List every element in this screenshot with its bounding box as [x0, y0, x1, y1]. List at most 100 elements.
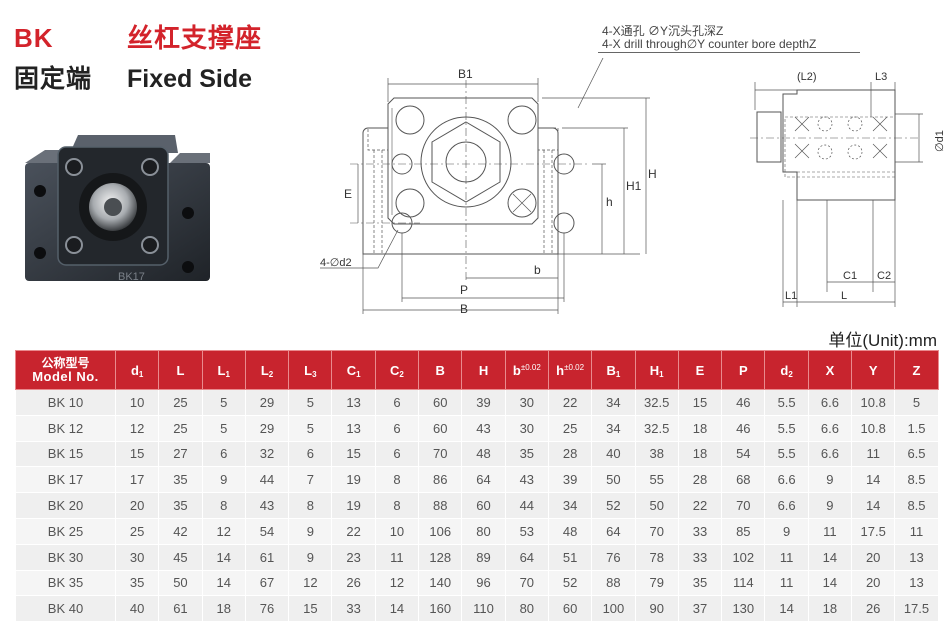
cell-b: 60	[418, 389, 463, 416]
cell-b: 128	[418, 543, 463, 571]
dim-C1: C1	[843, 270, 857, 282]
cell-c1: 26	[331, 569, 376, 597]
cell-l1: 8	[201, 492, 246, 519]
col-L: L	[158, 350, 203, 390]
cell-c2: 6	[374, 414, 420, 442]
cell-b002: 64	[504, 543, 549, 571]
cell-b002: 43	[504, 466, 549, 494]
cell-h: 89	[461, 543, 506, 571]
dim-h: h	[606, 195, 613, 209]
col-d2: d2	[764, 350, 809, 390]
cell-h: 64	[461, 466, 506, 494]
cell-d2: 6.6	[764, 466, 809, 494]
cell-h1: 32.5	[634, 414, 679, 442]
cell-p: 102	[721, 543, 766, 571]
cell-b: 160	[418, 595, 463, 622]
cell-p: 70	[721, 492, 766, 519]
cell-b002: 35	[504, 440, 549, 468]
cell-h002: 39	[547, 466, 593, 494]
cell-b002: 70	[504, 569, 549, 597]
cell-d2: 14	[764, 595, 809, 622]
cell-x: 6.6	[807, 414, 853, 442]
cell-h002: 52	[547, 569, 593, 597]
cell-c2: 10	[374, 517, 420, 545]
cell-z: 8.5	[894, 492, 939, 519]
cell-y: 10.8	[851, 414, 896, 442]
cell-e: 15	[677, 389, 723, 416]
col-Z: Z	[894, 350, 939, 390]
cell-d2: 11	[764, 569, 809, 597]
cell-b002: 80	[504, 595, 549, 622]
cell-y: 11	[851, 440, 896, 468]
cell-p: 46	[721, 414, 766, 442]
front-view-drawing: B1 H H1 h E b P B 4-∅d2	[310, 47, 690, 323]
cell-c1: 15	[331, 440, 376, 468]
cell-d1: 25	[114, 517, 160, 545]
cell-y: 14	[851, 492, 896, 519]
title-cn: 丝杠支撑座	[127, 23, 263, 53]
cell-model: BK 15	[15, 440, 116, 468]
cell-p: 130	[721, 595, 766, 622]
cell-l1: 5	[201, 389, 246, 416]
cell-h002: 25	[547, 414, 593, 442]
cell-model: BK 25	[15, 517, 116, 545]
cell-h002: 28	[547, 440, 593, 468]
cell-c1: 33	[331, 595, 376, 622]
cell-l3: 6	[288, 440, 333, 468]
cell-p: 85	[721, 517, 766, 545]
cell-b1: 50	[591, 466, 636, 494]
dim-B: B	[460, 302, 468, 316]
cell-l1: 5	[201, 414, 246, 442]
cell-z: 8.5	[894, 466, 939, 494]
cell-l1: 9	[201, 466, 246, 494]
cell-d1: 30	[114, 543, 160, 571]
spec-table: 公称型号 Model No. d1 L L1 L2 L3 C1 C2 B H b…	[15, 350, 939, 622]
cell-l: 25	[158, 414, 203, 442]
dim-L3: L3	[875, 71, 887, 83]
cell-l: 61	[158, 595, 203, 622]
cell-l3: 9	[288, 517, 333, 545]
cell-x: 18	[807, 595, 853, 622]
cell-b: 60	[418, 414, 463, 442]
cell-h: 43	[461, 414, 506, 442]
col-L3: L3	[288, 350, 333, 390]
col-B: B	[418, 350, 463, 390]
cell-l3: 9	[288, 543, 333, 571]
cell-h1: 38	[634, 440, 679, 468]
cell-p: 114	[721, 569, 766, 597]
cell-d2: 5.5	[764, 440, 809, 468]
cell-l2: 76	[244, 595, 290, 622]
cell-c2: 12	[374, 569, 420, 597]
cell-l3: 5	[288, 389, 333, 416]
cell-b1: 34	[591, 414, 636, 442]
col-C2: C2	[374, 350, 420, 390]
subtitle-cn: 固定端	[14, 65, 93, 93]
cell-h1: 90	[634, 595, 679, 622]
cell-b1: 88	[591, 569, 636, 597]
cell-l: 35	[158, 466, 203, 494]
col-X: X	[807, 350, 853, 390]
cell-b002: 30	[504, 414, 549, 442]
col-Y: Y	[851, 350, 896, 390]
cell-y: 14	[851, 466, 896, 494]
cell-y: 20	[851, 543, 896, 571]
note-cn: 4-X通孔 ∅Y沉头孔深Z	[602, 24, 724, 38]
cell-e: 33	[677, 517, 723, 545]
series-prefix: BK	[14, 23, 54, 53]
cell-b: 106	[418, 517, 463, 545]
cell-z: 11	[894, 517, 939, 545]
cell-x: 14	[807, 569, 853, 597]
cell-d2: 6.6	[764, 492, 809, 519]
cell-h1: 50	[634, 492, 679, 519]
cell-d1: 15	[114, 440, 160, 468]
cell-l: 50	[158, 569, 203, 597]
cell-l: 35	[158, 492, 203, 519]
cell-l1: 6	[201, 440, 246, 468]
cell-x: 9	[807, 466, 853, 494]
col-H1: H1	[634, 350, 679, 390]
cell-z: 5	[894, 389, 939, 416]
